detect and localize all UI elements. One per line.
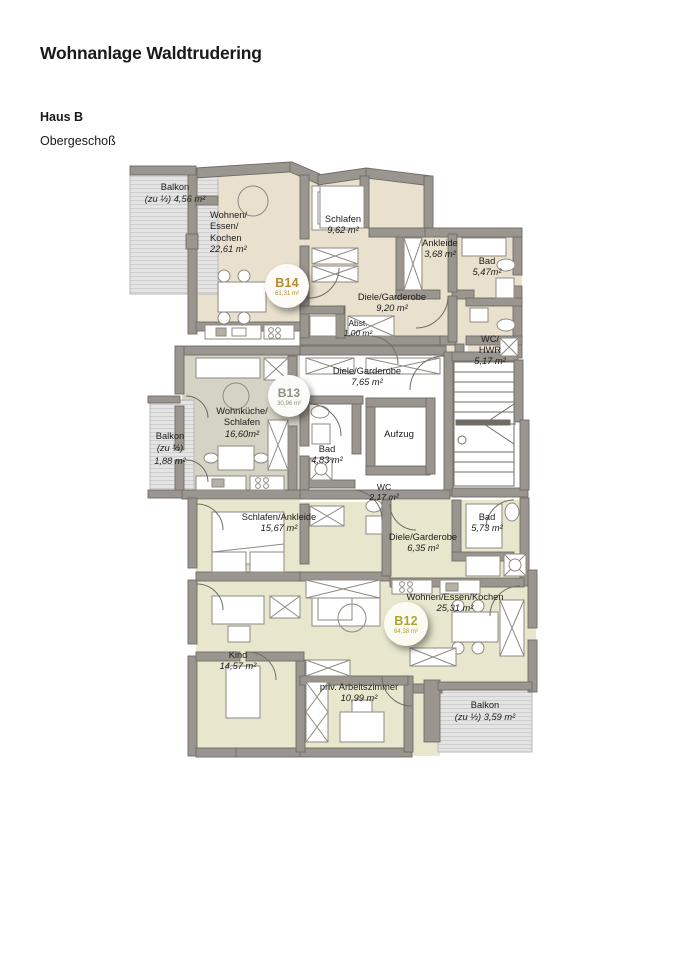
- room-name: priv. Arbeitszimmer: [319, 682, 399, 692]
- room-label-ankleide-b14: Ankleide 3,68 m²: [408, 238, 472, 261]
- room-label-kind-b12: Kind 14,57 m²: [208, 650, 268, 673]
- room-area: 16,60m²: [224, 428, 260, 439]
- room-name: Schlafen: [324, 214, 362, 224]
- room-name: Bad: [318, 444, 336, 454]
- balcony-area-line1: (zu ⅓): [156, 443, 184, 454]
- room-area: 7,65 m²: [351, 377, 383, 388]
- unit-area: 84,38 m²: [393, 627, 419, 635]
- room-area: 5,17 m²: [474, 356, 506, 366]
- unit-area: 30,96 m²: [276, 399, 302, 407]
- balcony-name: Balkon: [470, 700, 500, 710]
- balcony-name: Balkon: [160, 182, 190, 192]
- room-label-diele-garderobe-b12: Diele/Garderobe 6,35 m²: [368, 532, 478, 555]
- room-label-wohnkueche-schlafen-b13: Wohnküche/ Schlafen 16,60m²: [196, 406, 288, 440]
- room-area: 2,17 m²: [369, 492, 399, 503]
- room-name: Diele/Garderobe: [357, 292, 427, 302]
- balcony-label-b13: Balkon (zu ⅓) 1,88 m²: [146, 430, 194, 467]
- page-title: Wohnanlage Waldtrudering: [40, 43, 262, 63]
- room-label-schlafen-ankleide-b12: Schlafen/Ankleide 15,67 m²: [216, 512, 342, 535]
- room-area: 25,31 m²: [436, 603, 474, 614]
- building-label: Haus B: [40, 110, 84, 124]
- room-name: Abst.: [348, 318, 368, 328]
- unit-id: B13: [277, 385, 301, 400]
- room-label-diele-garderobe-b13: Diele/Garderobe 7,65 m²: [310, 366, 424, 389]
- room-name: Ankleide: [422, 238, 458, 248]
- room-name-line1: Wohnküche/: [216, 406, 268, 416]
- room-area: 5,73 m²: [471, 523, 503, 534]
- room-area: 9,62 m²: [327, 225, 359, 236]
- room-name: Bad: [478, 256, 496, 266]
- room-label-wc-hwr: WC/ HWR 5,17 m²: [468, 334, 512, 367]
- room-name: Kind: [228, 650, 248, 660]
- room-name-line2: HWR: [478, 345, 502, 355]
- room-label-bad-b13: Bad 4,83 m²: [304, 444, 350, 467]
- room-name: Diele/Garderobe: [332, 366, 402, 376]
- room-label-wc-b12: WC 2,17 m²: [364, 482, 404, 503]
- room-label-wohnen-essen-kochen-b12: Wohnen/Essen/Kochen 25,31 m²: [384, 592, 526, 615]
- room-name: Schlafen/Ankleide: [241, 512, 317, 522]
- room-area: 4,83 m²: [311, 455, 343, 466]
- room-area: 3,68 m²: [424, 249, 456, 260]
- balcony-label-b12: Balkon (zu ⅓) 3,59 m²: [438, 700, 532, 724]
- room-name-line2: Essen/: [210, 221, 239, 232]
- room-name: WC: [376, 482, 392, 492]
- room-name-line1: WC/: [480, 334, 500, 344]
- room-area: 22,61 m²: [210, 244, 247, 255]
- room-name: Wohnen/Essen/Kochen: [406, 592, 504, 602]
- room-name: Bad: [478, 512, 496, 522]
- unit-badge-b12[interactable]: B12 84,38 m²: [384, 602, 428, 646]
- floor-label: Obergeschoß: [40, 134, 116, 148]
- room-area: 15,67 m²: [260, 523, 298, 534]
- room-label-diele-garderobe-b14: Diele/Garderobe 9,20 m²: [334, 292, 450, 315]
- room-area: 6,35 m²: [407, 543, 439, 554]
- unit-badge-b13[interactable]: B13 30,96 m²: [268, 375, 310, 417]
- balcony-area: (zu ⅓) 3,59 m²: [454, 711, 516, 722]
- room-label-bad-b12: Bad 5,73 m²: [464, 512, 510, 535]
- room-label-wohnen-essen-kochen-b14: Wohnen/ Essen/ Kochen 22,61 m²: [210, 210, 274, 256]
- balcony-area: (zu ⅓) 4,56 m²: [144, 193, 206, 204]
- balcony-area-line2: 1,88 m²: [154, 455, 186, 466]
- unit-id: B12: [394, 613, 418, 628]
- room-name-line3: Kochen: [210, 232, 242, 243]
- room-label-abst-b14: Abst. 1,00 m²: [338, 318, 378, 338]
- unit-area: 61,31 m²: [274, 289, 300, 297]
- room-area: 9,20 m²: [376, 303, 408, 314]
- room-label-aufzug: Aufzug: [384, 429, 414, 440]
- room-label-schlafen-b14: Schlafen 9,62 m²: [311, 214, 375, 237]
- room-label-bad-b14: Bad 5,47m²: [466, 256, 508, 279]
- room-area: 1,00 m²: [343, 328, 373, 339]
- balcony-name: Balkon: [155, 431, 185, 441]
- balcony-label-b14: Balkon (zu ⅓) 4,56 m²: [135, 182, 215, 206]
- room-label-arbeitszimmer-b12: priv. Arbeitszimmer 10,99 m²: [306, 682, 412, 705]
- room-area: 10,99 m²: [340, 693, 378, 704]
- unit-id: B14: [275, 275, 299, 290]
- room-area: 14,57 m²: [219, 661, 257, 672]
- room-name-line1: Wohnen/: [210, 210, 248, 220]
- room-name: Diele/Garderobe: [388, 532, 458, 542]
- room-area: 5,47m²: [472, 267, 502, 278]
- room-name-line2: Schlafen: [223, 417, 261, 428]
- unit-badge-b14[interactable]: B14 61,31 m²: [265, 264, 309, 308]
